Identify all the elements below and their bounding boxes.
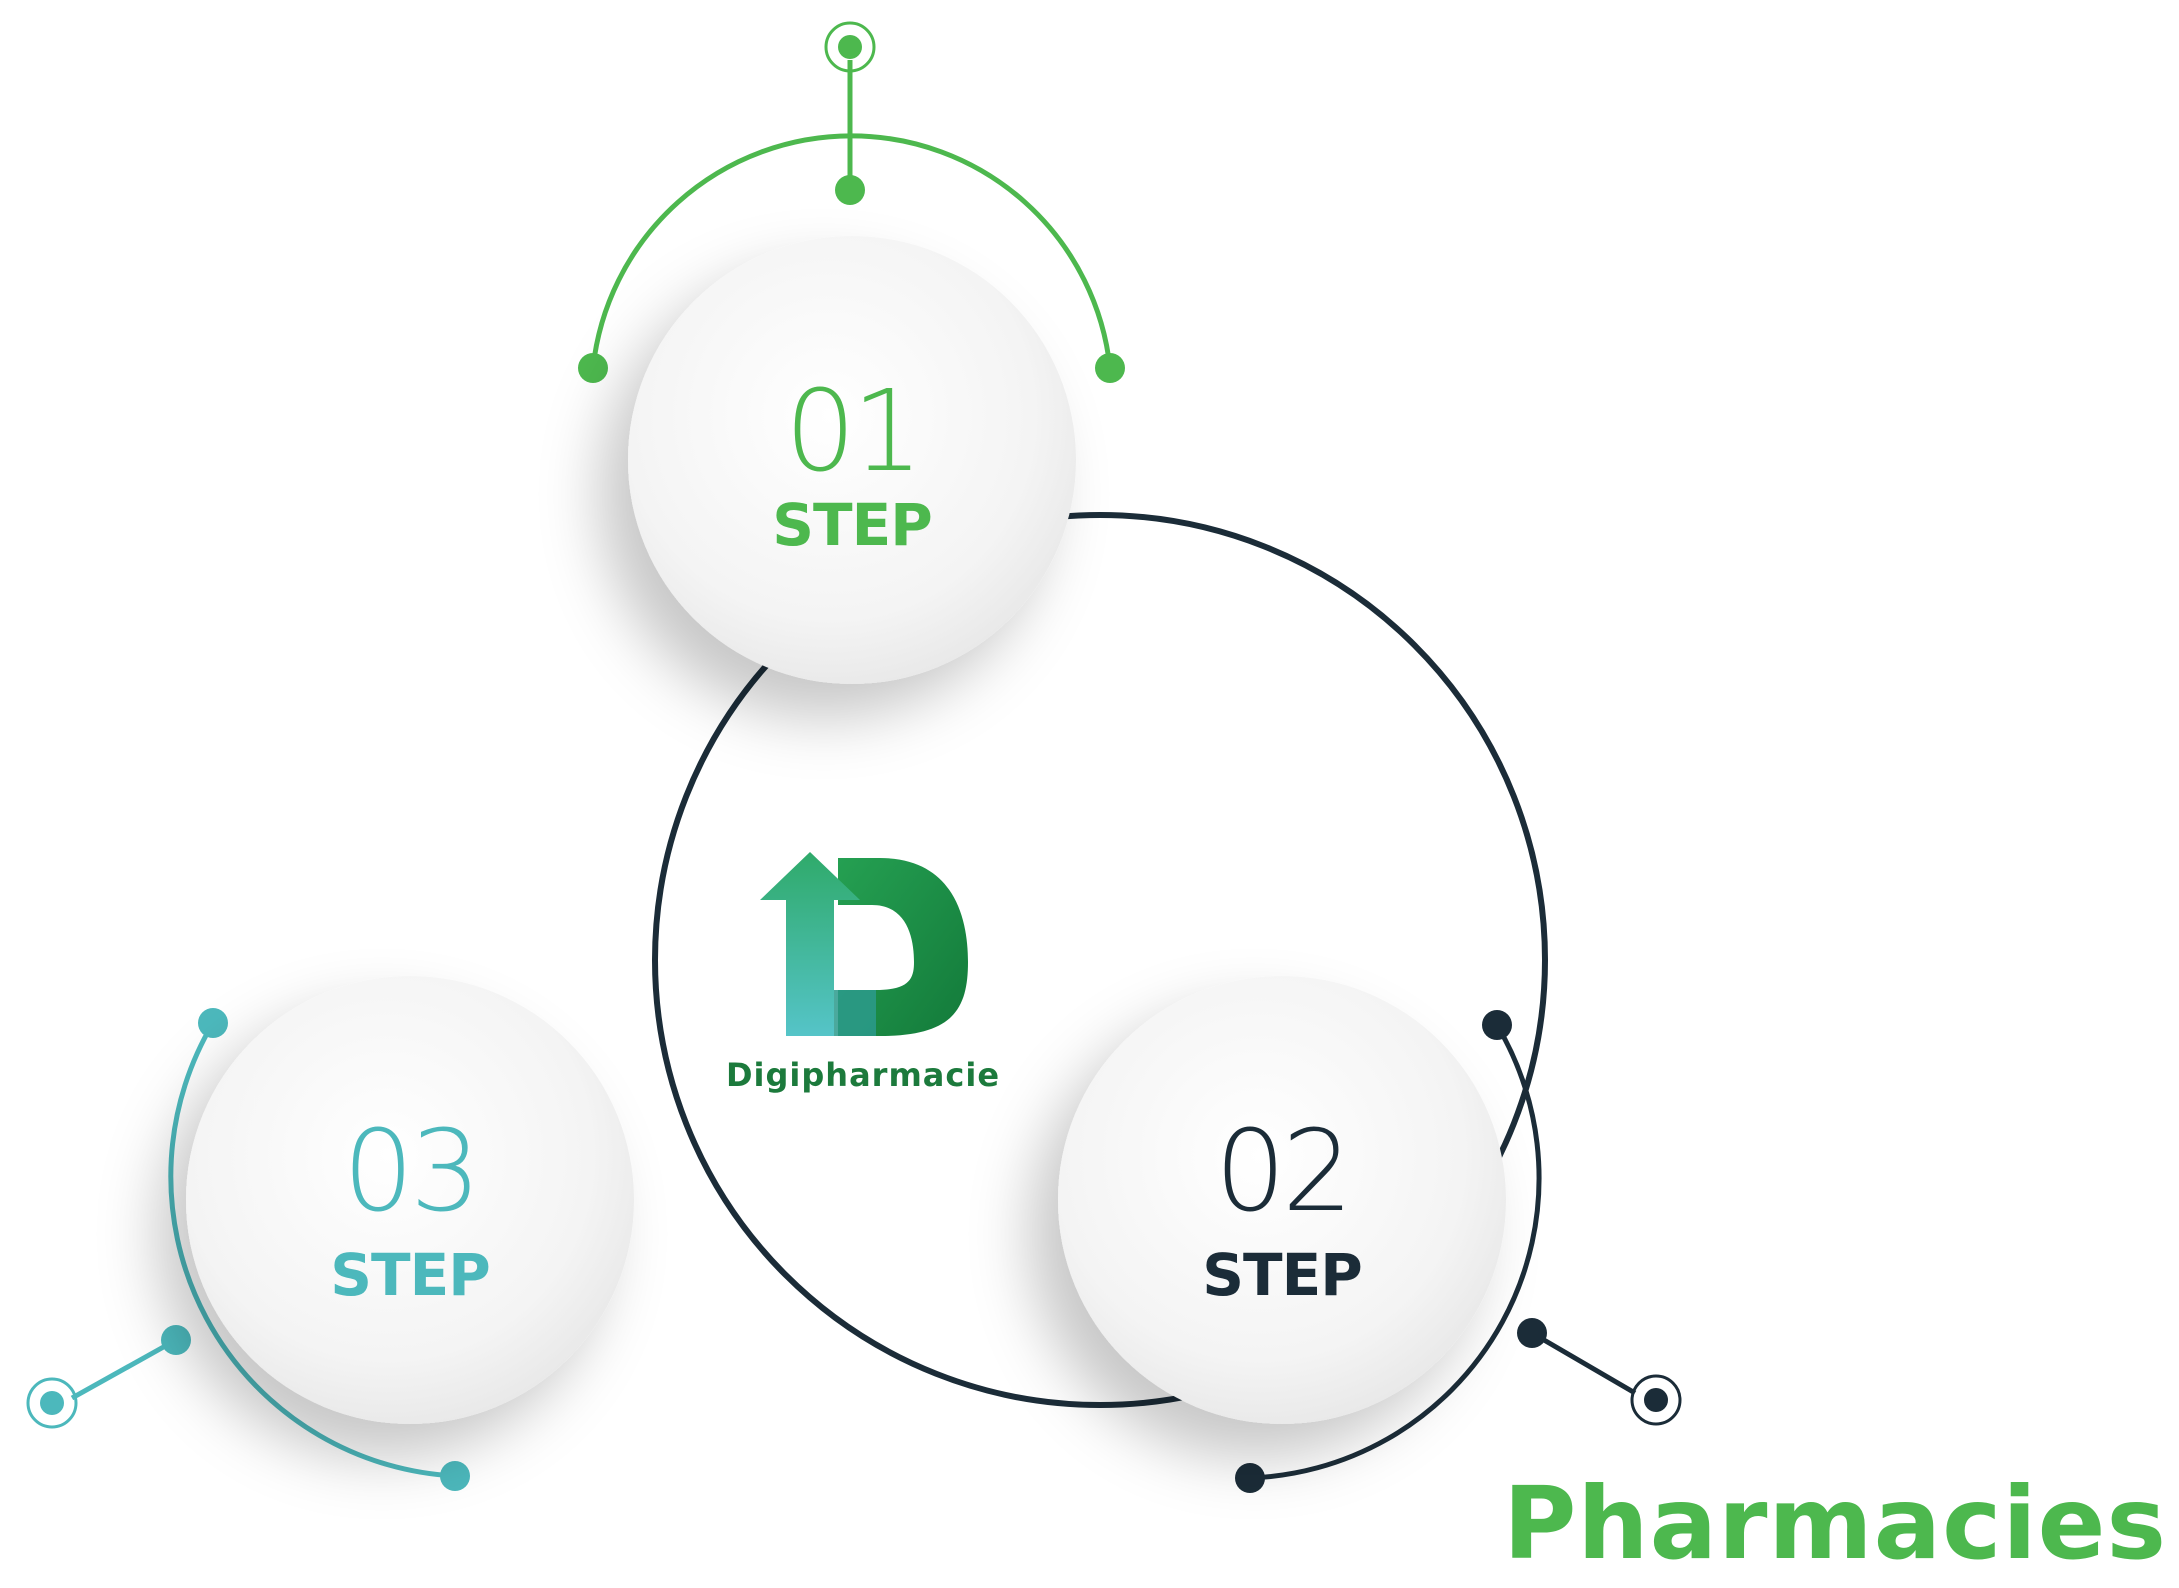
step-03: 03 STEP — [186, 976, 634, 1424]
step-02-arc — [1249, 1023, 1542, 1481]
step-02-accent — [1235, 1010, 1682, 1493]
step-01-number: 01 — [785, 367, 920, 497]
step-03-target-ring — [26, 1377, 78, 1429]
step-01-right-node — [1095, 353, 1125, 383]
cycle-ring — [652, 512, 1548, 1408]
step-02-arc-node — [1517, 1318, 1547, 1348]
step-02-target-ring — [1630, 1374, 1682, 1426]
step-02-connector-line — [1530, 1330, 1637, 1396]
step-02: 02 STEP — [1058, 976, 1506, 1424]
step-01-left-node — [578, 353, 608, 383]
step-03-disc — [186, 976, 634, 1424]
step-02-number: 02 — [1215, 1107, 1350, 1237]
step-03-accent — [26, 1008, 470, 1491]
step-03-arc-node — [161, 1325, 191, 1355]
digipharmacie-logo: Digipharmacie — [726, 852, 1000, 1094]
logo-arrow-shape — [760, 852, 860, 1036]
step-01-accent — [578, 21, 1125, 383]
step-01-label: STEP — [772, 491, 931, 559]
footer-title: Pharmacies — [1503, 1465, 2167, 1582]
step-02-top-node — [1482, 1010, 1512, 1040]
step-02-label: STEP — [1202, 1241, 1361, 1309]
step-03-bottom-node — [440, 1461, 470, 1491]
step-03-top-node — [198, 1008, 228, 1038]
step-02-disc — [1058, 976, 1506, 1424]
step-01-arc-node — [835, 175, 865, 205]
step-02-bottom-node — [1235, 1463, 1265, 1493]
logo-fold-shape — [834, 990, 876, 1036]
step-03-connector-line — [70, 1337, 178, 1401]
step-01-target-dot — [838, 35, 862, 59]
step-02-target-dot — [1644, 1388, 1668, 1412]
step-03-target-dot — [40, 1391, 64, 1415]
logo-mark-icon — [760, 852, 968, 1036]
step-03-label: STEP — [330, 1241, 489, 1309]
logo-wordmark: Digipharmacie — [726, 1056, 1000, 1094]
step-03-arc — [168, 1021, 456, 1479]
step-01-target-ring — [824, 21, 876, 73]
step-03-number: 03 — [343, 1107, 478, 1237]
step-01-disc — [628, 236, 1076, 684]
step-01: 01 STEP — [628, 236, 1076, 684]
